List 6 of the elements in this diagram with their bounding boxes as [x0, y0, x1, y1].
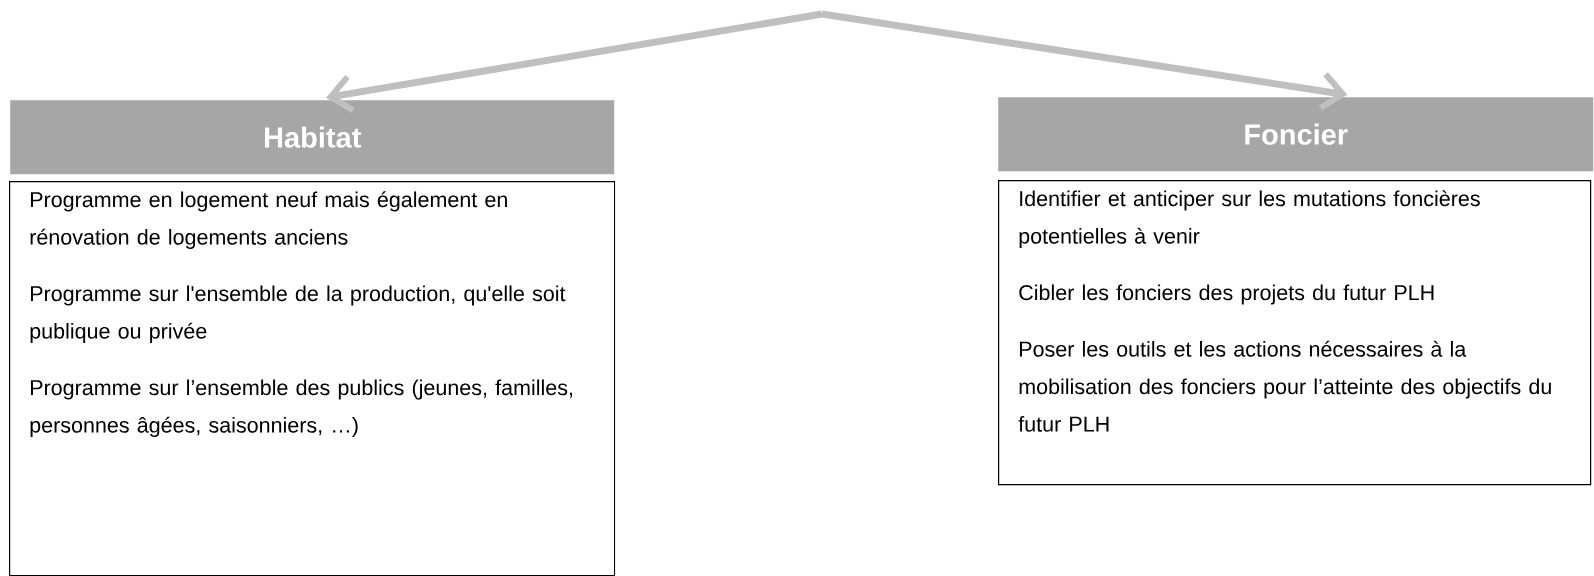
text-box: Identifier et anticiper sur les mutations foncières potentielles à venir Cibler les fonciers des projets du futur PLH Poser les outils et les actions nécessaires à la mobilisation des fonciers pour l’atteinte des objectifs du futur PLH	[998, 180, 1592, 486]
arrow	[821, 10, 1348, 111]
header-bar: Habitat	[10, 100, 615, 175]
text-box: Programme en logement neuf mais également en rénovation de logements anciens Programme sur l'ensemble de la production, qu'elle soit publique ou privée Programme sur l’ensemble des publics (jeunes, familles, personnes âgées, saisonniers, …)	[9, 181, 616, 576]
header-bar: Foncier	[998, 97, 1594, 172]
arrow	[326, 10, 823, 113]
